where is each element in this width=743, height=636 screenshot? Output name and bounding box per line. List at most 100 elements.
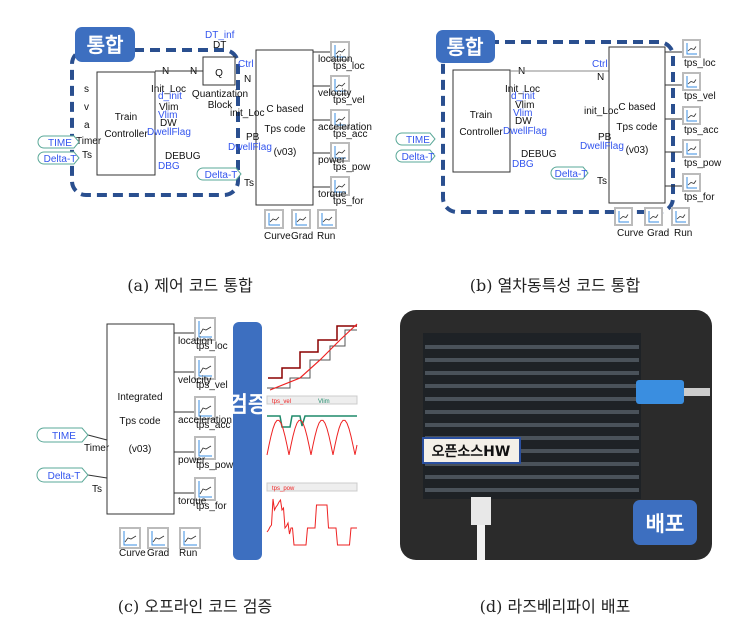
scope-tps_for[interactable]: tps_for — [330, 176, 364, 207]
scope-Run[interactable]: Run — [317, 209, 337, 242]
scope-tps_acc[interactable]: tps_acc — [330, 109, 367, 140]
heatsink-fin — [425, 410, 639, 414]
open-source-hw-label — [422, 437, 521, 464]
scope-tps_acc[interactable]: tps_acc — [682, 106, 718, 136]
train-controller-block[interactable] — [96, 71, 156, 176]
scope-axes-icon — [686, 76, 697, 88]
integrated-tps-block[interactable] — [106, 323, 175, 515]
scope-trace-icon — [687, 46, 697, 52]
pill-delta-t: Delta-T — [36, 467, 89, 483]
deploy-badge — [633, 500, 697, 545]
scope-trace-icon — [676, 214, 686, 220]
scope-tps_pow[interactable]: tps_pow — [682, 139, 722, 169]
port-label: Timer — [84, 443, 110, 454]
scope-label: tps_acc — [196, 420, 230, 431]
scope-label: tps_vel — [333, 95, 365, 106]
scope-label: Curve — [264, 231, 291, 242]
scope-Curve[interactable]: Curve — [614, 207, 644, 239]
scope-label: tps_vel — [196, 380, 228, 391]
scope-Run[interactable]: Run — [671, 207, 692, 239]
pill-label: TIME — [406, 135, 430, 146]
pill-label: Delta-T — [48, 471, 81, 482]
scope-trace-icon — [322, 216, 333, 223]
scope-tps_pow[interactable]: tps_pow — [330, 142, 371, 173]
scope-axes-icon — [334, 45, 346, 58]
port-label: a — [84, 120, 90, 131]
scope-trace-icon — [619, 214, 629, 220]
port-label: Vlim — [515, 100, 534, 111]
port-label: Init_Loc — [151, 84, 186, 95]
chart-legend-tps-pow: tps_pow — [272, 486, 295, 492]
heatsink-fin — [425, 358, 639, 362]
heatsink-fin — [425, 423, 639, 427]
verification-badge — [233, 322, 262, 560]
verification-badge-label: 검증 — [228, 393, 268, 418]
chart-trace-target — [268, 325, 357, 379]
scope-label: tps_acc — [333, 129, 367, 140]
scope-Grad[interactable]: Grad — [644, 207, 669, 239]
scope-Run[interactable]: Run — [179, 527, 201, 559]
integration-dashed-border — [70, 48, 240, 197]
scope-tps_for[interactable]: tps_for — [682, 173, 715, 203]
signal-label: DwellFlag — [147, 127, 191, 138]
scope-trace-icon — [335, 82, 346, 89]
chart-trace-tps-pow — [266, 498, 357, 546]
scope-tps_pow[interactable]: tps_pow — [194, 436, 234, 471]
panel-d-photo: 오픈소스HW 배포 — [400, 310, 712, 560]
pill-label: TIME — [48, 138, 72, 149]
scope-Grad[interactable]: Grad — [291, 209, 313, 242]
signal-label: DwellFlag — [228, 142, 272, 153]
scope-label: tps_for — [196, 501, 227, 512]
scope-label: Run — [179, 548, 197, 559]
train-controller-block[interactable] — [452, 69, 511, 173]
port-label: Ts — [82, 150, 92, 161]
port-label: acceleration — [178, 415, 232, 426]
quantization-block[interactable] — [202, 56, 236, 86]
block-label: Controller — [459, 127, 503, 138]
port-label: init_Loc — [584, 106, 618, 117]
open-source-hw-label-text: 오픈소스HW — [432, 444, 511, 460]
ethernet-connector — [636, 380, 684, 404]
c-based-tps-block[interactable] — [608, 46, 666, 204]
signal-label: DBG — [158, 161, 180, 172]
signal-label: d_init — [158, 91, 182, 102]
integration-dashed-border — [441, 40, 675, 214]
port-label: v — [84, 102, 89, 113]
panel-b: 통합 Train Controller N Init_Loc d_init Vl… — [395, 30, 675, 214]
scope-Grad[interactable]: Grad — [147, 527, 169, 559]
scope-axes-icon — [334, 146, 346, 159]
scope-tps_for[interactable]: tps_for — [194, 477, 227, 512]
verification-badge-text: 검증 — [228, 393, 268, 418]
scope-tps_acc[interactable]: tps_acc — [194, 396, 230, 431]
scope-frame — [194, 396, 216, 420]
c-based-tps-block[interactable] — [255, 49, 314, 206]
scope-label: Grad — [147, 548, 169, 559]
signal-label: Vlim — [513, 108, 532, 119]
scope-Curve[interactable]: Curve — [264, 209, 291, 242]
scope-trace-icon — [199, 486, 212, 495]
deploy-badge-text: 배포 — [646, 512, 685, 536]
scope-Curve[interactable]: Curve — [119, 527, 146, 559]
scope-tps_loc[interactable]: tps_loc — [330, 41, 365, 72]
scope-trace-icon — [335, 183, 346, 190]
scope-tps_vel[interactable]: tps_vel — [682, 72, 716, 102]
scope-tps_loc[interactable]: tps_loc — [194, 317, 228, 352]
scope-tps_vel[interactable]: tps_vel — [194, 356, 228, 391]
scope-frame — [194, 356, 216, 380]
port-label: power — [318, 155, 346, 166]
scope-label: Run — [317, 231, 335, 242]
scope-axes-icon — [618, 211, 629, 223]
scope-frame — [119, 527, 141, 549]
pill-label: TIME — [52, 431, 76, 442]
chart-legend-vlim: Vlim — [318, 399, 330, 405]
scope-label: tps_pow — [333, 162, 371, 173]
scope-tps_loc[interactable]: tps_loc — [682, 39, 716, 69]
pill-time: TIME — [36, 427, 89, 443]
signal-label: DT_inf — [205, 30, 235, 41]
pill-delta-t: Delta-T — [395, 149, 436, 163]
scope-tps_vel[interactable]: tps_vel — [330, 75, 365, 106]
usb-c-connector — [471, 497, 491, 525]
block-label: (v03) — [274, 147, 297, 158]
panel-a: 통합 Train Controller s v a Timer Ts N Ini… — [37, 27, 314, 206]
